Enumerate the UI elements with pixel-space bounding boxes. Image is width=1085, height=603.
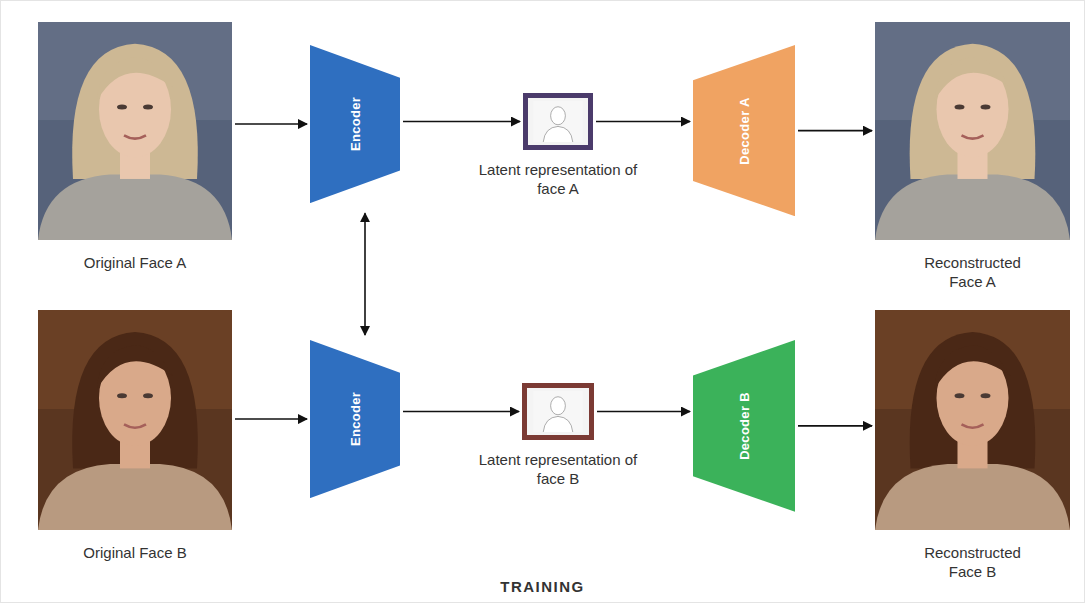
latent-caption: Latent representation of face A	[478, 160, 638, 198]
face-illustration	[875, 310, 1070, 530]
flow-arrow	[798, 130, 872, 132]
face-caption: Original Face B	[45, 543, 225, 562]
decoder-block: Decoder B	[693, 340, 795, 512]
face-caption: Original Face A	[45, 253, 225, 272]
decoder-label: Decoder A	[737, 97, 752, 164]
flow-arrow	[235, 418, 307, 420]
latent-caption: Latent representation of face B	[478, 450, 638, 488]
encoder-label: Encoder	[348, 97, 363, 151]
flow-arrow	[798, 425, 872, 427]
flow-arrow	[597, 411, 690, 413]
flow-arrow	[403, 411, 519, 413]
person-icon	[531, 391, 585, 432]
face-illustration	[38, 310, 232, 530]
face-illustration	[38, 22, 232, 240]
encoder-block: Encoder	[310, 340, 400, 498]
encoder-block: Encoder	[310, 45, 400, 203]
encoder-label: Encoder	[348, 392, 363, 446]
person-icon	[532, 101, 584, 142]
face-photo: Original Face B	[38, 310, 232, 562]
decoder-label: Decoder B	[737, 392, 752, 460]
latent-vector: Latent representation of face B	[478, 383, 638, 488]
diagram-title: TRAINING	[0, 578, 1085, 595]
face-caption: Reconstructed Face B	[913, 543, 1033, 581]
face-photo: Original Face A	[38, 22, 232, 272]
flow-arrow	[364, 213, 366, 335]
face-illustration	[875, 22, 1070, 240]
flow-arrow	[596, 121, 690, 123]
face-photo: Reconstructed Face B	[875, 310, 1070, 581]
decoder-block: Decoder A	[693, 45, 795, 216]
flow-arrow	[403, 121, 520, 123]
face-caption: Reconstructed Face A	[913, 253, 1033, 291]
face-photo: Reconstructed Face A	[875, 22, 1070, 291]
flow-arrow	[235, 123, 307, 125]
latent-vector: Latent representation of face A	[478, 93, 638, 198]
